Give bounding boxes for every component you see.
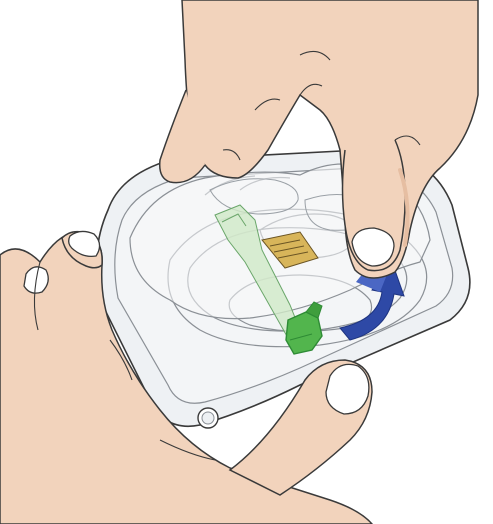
- right-finger-nail: [326, 364, 369, 414]
